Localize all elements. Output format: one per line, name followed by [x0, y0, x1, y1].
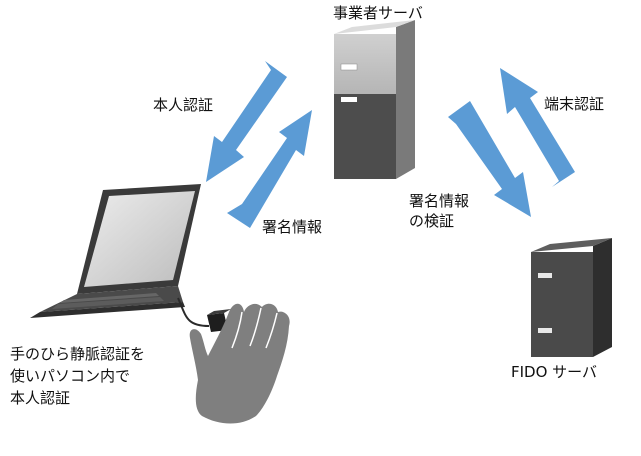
- hand-icon: [189, 303, 290, 424]
- terminal-auth-label: 端末認証: [544, 95, 605, 113]
- fido-server-label: FIDO サーバ: [511, 363, 598, 381]
- palm-caption-line-3: 本人認証: [10, 389, 71, 407]
- arrow-auth-to-laptop: [206, 61, 287, 182]
- arrow-verify-to-fido: [448, 101, 531, 217]
- fido-server: [531, 238, 612, 357]
- auth-left-label: 本人認証: [153, 96, 214, 114]
- sensor-cable: [177, 297, 210, 327]
- signature-verify-label-1: 署名情報: [409, 192, 470, 210]
- palm-caption-line-2: 使いパソコン内で: [10, 367, 131, 385]
- signature-info-label: 署名情報: [262, 218, 323, 236]
- finger-gaps: [231, 307, 278, 349]
- arrow-signature-to-server: [227, 110, 312, 228]
- business-server: [334, 20, 415, 179]
- laptop: [30, 184, 201, 318]
- business-server-label: 事業者サーバ: [333, 4, 423, 22]
- palm-caption-line-1: 手のひら静脈認証を: [10, 345, 146, 363]
- arrow-terminal-auth-to-server: [500, 68, 575, 187]
- signature-verify-label-2: の検証: [409, 212, 455, 230]
